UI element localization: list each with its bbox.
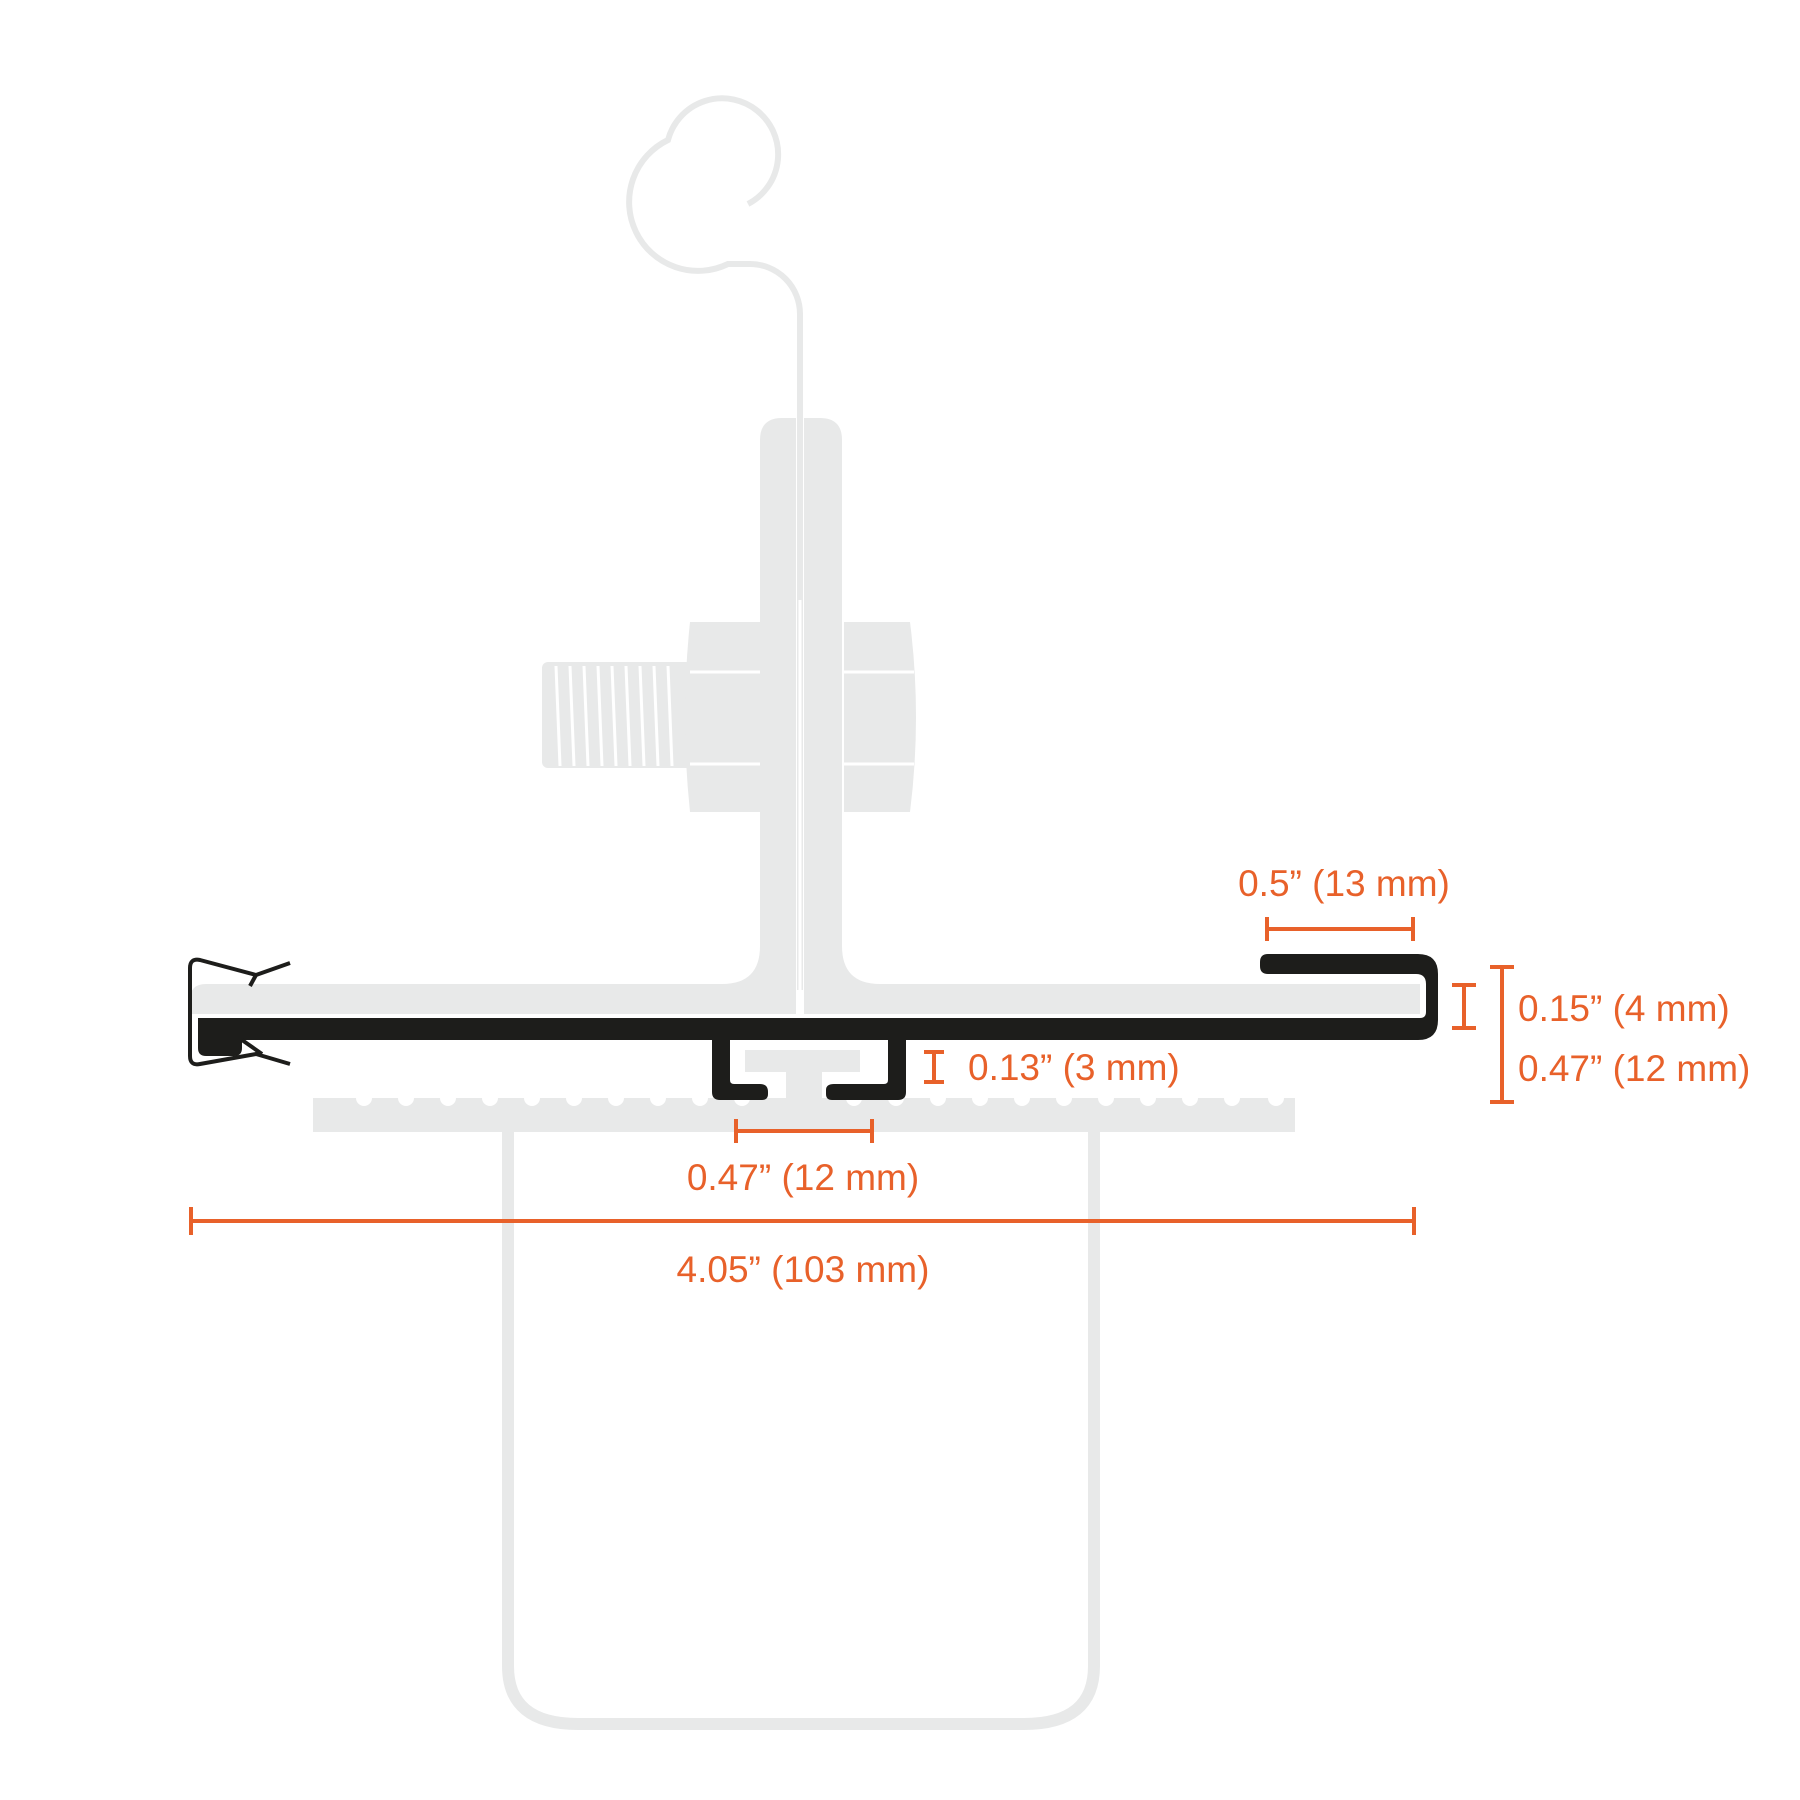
- dimension-labels: 0.5” (13 mm) 0.15” (4 mm) 0.47” (12 mm) …: [677, 863, 1751, 1290]
- label-slot-width: 0.47” (12 mm): [687, 1157, 919, 1198]
- label-total-height: 0.47” (12 mm): [1518, 1048, 1750, 1089]
- dim-total-height-line: [1490, 965, 1514, 1104]
- dim-lip-gap-line: [1452, 983, 1476, 1030]
- dim-lip-width-line: [1265, 917, 1415, 941]
- threaded-rod: [542, 662, 692, 768]
- profile-main-bar: [198, 954, 1438, 1040]
- rail-tab: [745, 1050, 860, 1098]
- label-lip-width: 0.5” (13 mm): [1238, 863, 1450, 904]
- hex-nut-right: [844, 622, 916, 812]
- slotted-rail: [313, 1098, 1295, 1132]
- basket-frame: [502, 1132, 1100, 1730]
- label-total-width: 4.05” (103 mm): [677, 1249, 930, 1290]
- dim-foot-height-line: [924, 1050, 944, 1084]
- end-clip: [188, 957, 291, 1067]
- dim-slot-width-line: [734, 1119, 874, 1143]
- label-lip-gap: 0.15” (4 mm): [1518, 988, 1730, 1029]
- dim-total-width-line: [189, 1207, 1416, 1235]
- label-foot-height: 0.13” (3 mm): [968, 1047, 1180, 1088]
- background-hanger-assembly: [190, 95, 1420, 1790]
- aluminium-profile: [188, 954, 1438, 1100]
- hanger-hook: [626, 95, 803, 990]
- hex-nut-left: [685, 622, 760, 812]
- profile-slot-feet: [712, 1040, 768, 1100]
- profile-slot-feet-right: [826, 1040, 906, 1100]
- dimension-lines: [189, 917, 1514, 1235]
